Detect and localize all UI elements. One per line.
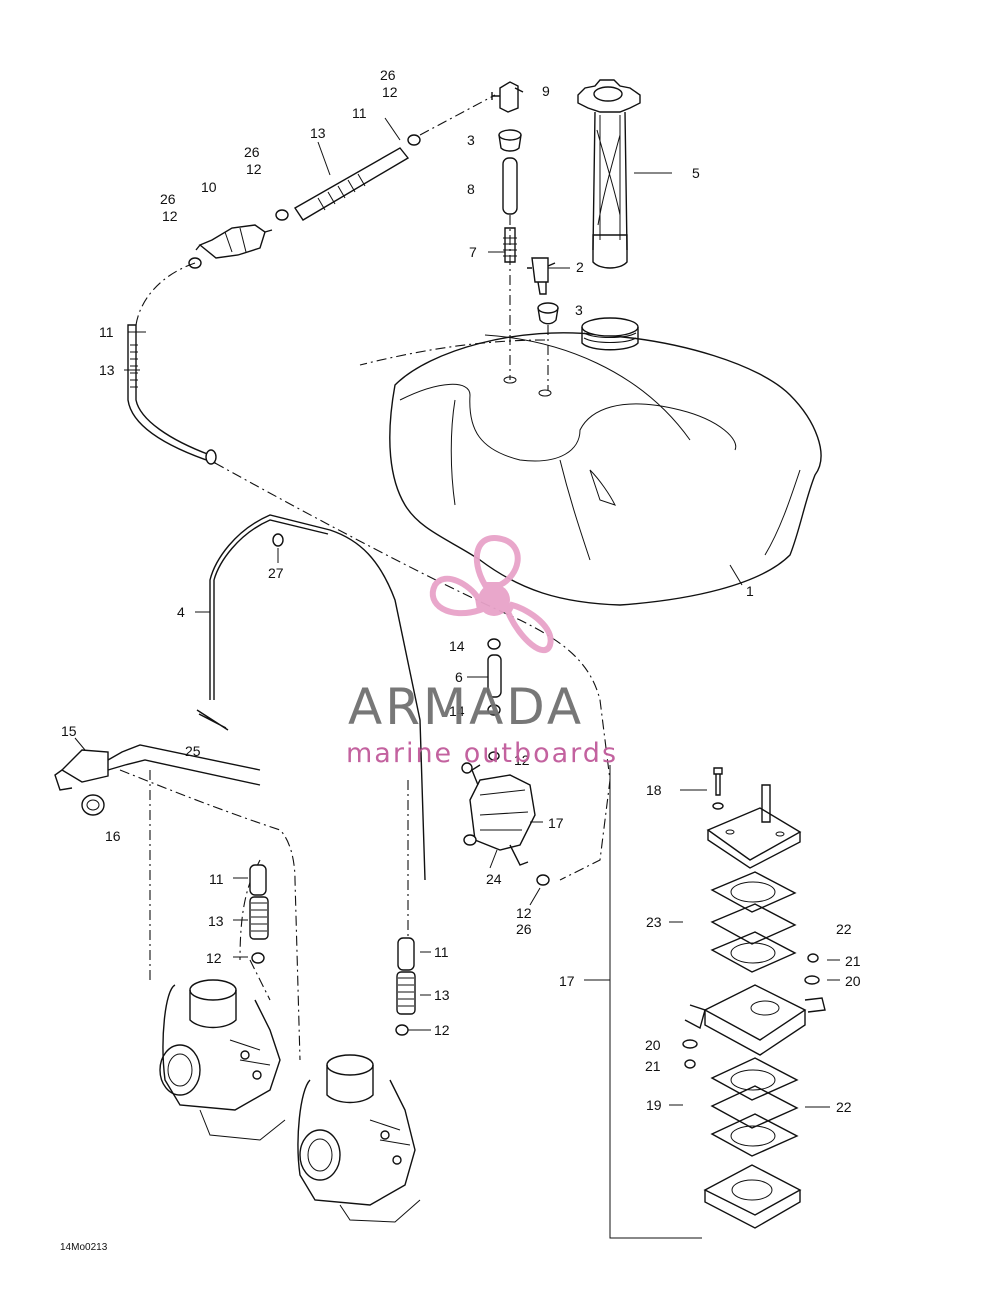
callout-24: 24 — [486, 871, 502, 887]
callout-14a: 14 — [449, 638, 465, 654]
callout-21b: 21 — [645, 1058, 661, 1074]
fuel-tank — [389, 332, 822, 606]
grommet-3-upper — [498, 129, 522, 152]
callout-12d: 12 — [514, 752, 530, 768]
callout-10: 10 — [201, 179, 217, 195]
fuel-pump-17 — [461, 751, 550, 886]
callout-14b: 14 — [449, 703, 465, 719]
tube-6 — [487, 638, 502, 716]
callout-27: 27 — [268, 565, 284, 581]
pump-body — [684, 984, 826, 1056]
filler-neck — [581, 317, 639, 351]
callout-4: 4 — [177, 604, 185, 620]
gaskets-lower — [710, 1057, 799, 1157]
callout-22a: 22 — [836, 921, 852, 937]
callout-1: 1 — [746, 583, 754, 599]
hose-carb-right — [395, 937, 416, 1036]
callout-21a: 21 — [845, 953, 861, 969]
callout-7: 7 — [469, 244, 477, 260]
fitting-2 — [527, 257, 556, 295]
armada-watermark: ARMADA marine outboards — [346, 535, 618, 769]
vent-line-4 — [209, 514, 426, 881]
callout-23: 23 — [646, 914, 662, 930]
callout-13b: 13 — [99, 362, 115, 378]
leader-lines — [74, 117, 840, 1108]
callout-5: 5 — [692, 165, 700, 181]
callout-13a: 13 — [310, 125, 326, 141]
callout-25: 25 — [185, 743, 201, 759]
callout-12e: 12 — [516, 905, 532, 921]
connection-lines — [119, 94, 611, 1061]
hose-13-upper — [294, 147, 410, 221]
propeller-logo — [429, 535, 554, 654]
pump-screw-18 — [712, 767, 724, 810]
callout-11a: 11 — [352, 105, 367, 121]
primer-15 — [54, 744, 261, 791]
grommet-3-lower — [537, 302, 559, 325]
callout-15: 15 — [61, 723, 77, 739]
callout-18: 18 — [646, 782, 662, 798]
callout-17a: 17 — [548, 815, 564, 831]
callout-6: 6 — [455, 669, 463, 685]
callout-17b: 17 — [559, 973, 575, 989]
callout-26b: 26 — [244, 144, 260, 160]
vent-fitting-9 — [491, 81, 524, 113]
callout-13d: 13 — [434, 987, 450, 1003]
callout-11b: 11 — [99, 324, 114, 340]
callout-13c: 13 — [208, 913, 224, 929]
callout-19: 19 — [646, 1097, 662, 1113]
fuel-gauge-sender — [577, 79, 641, 269]
callout-12b: 12 — [246, 161, 262, 177]
callout-20a: 20 — [845, 973, 861, 989]
figure-code: 14Mo0213 — [60, 1242, 108, 1253]
callout-22b: 22 — [836, 1099, 852, 1115]
callout-26d: 26 — [516, 921, 532, 937]
callout-26c: 26 — [160, 191, 176, 207]
ring-16 — [81, 794, 105, 816]
callout-16: 16 — [105, 828, 121, 844]
fuel-filter-10 — [195, 224, 273, 259]
bracket-17-lines — [584, 765, 702, 1239]
pump-base — [703, 1164, 802, 1229]
callout-11d: 11 — [434, 944, 449, 960]
hose-left — [127, 324, 217, 465]
callout-9: 9 — [542, 83, 550, 99]
callout-20b: 20 — [645, 1037, 661, 1053]
callout-3a: 3 — [467, 132, 475, 148]
carburetor-left — [159, 979, 286, 1141]
callout-12g: 12 — [434, 1022, 450, 1038]
clamp-12-upper — [188, 134, 421, 269]
gaskets-upper — [710, 871, 797, 973]
callout-8: 8 — [467, 181, 475, 197]
callout-labels: 26 12 9 11 13 3 5 26 12 8 26 12 10 7 2 3… — [61, 67, 861, 1115]
callout-11c: 11 — [209, 871, 224, 887]
watermark-title: ARMADA — [348, 678, 584, 736]
callout-3b: 3 — [575, 302, 583, 318]
hose-carb-left — [249, 864, 269, 964]
clip-25 — [196, 709, 229, 731]
carburetor-right — [297, 1054, 421, 1223]
valve-parts-20-21 — [682, 953, 820, 1069]
callout-26a: 26 — [380, 67, 396, 83]
callout-12a: 12 — [382, 84, 398, 100]
pump-cover — [706, 784, 802, 869]
callout-12f: 12 — [206, 950, 222, 966]
watermark-subtitle: marine outboards — [346, 738, 618, 769]
callout-12c: 12 — [162, 208, 178, 224]
tube-8 — [502, 157, 518, 215]
callout-2: 2 — [576, 259, 584, 275]
